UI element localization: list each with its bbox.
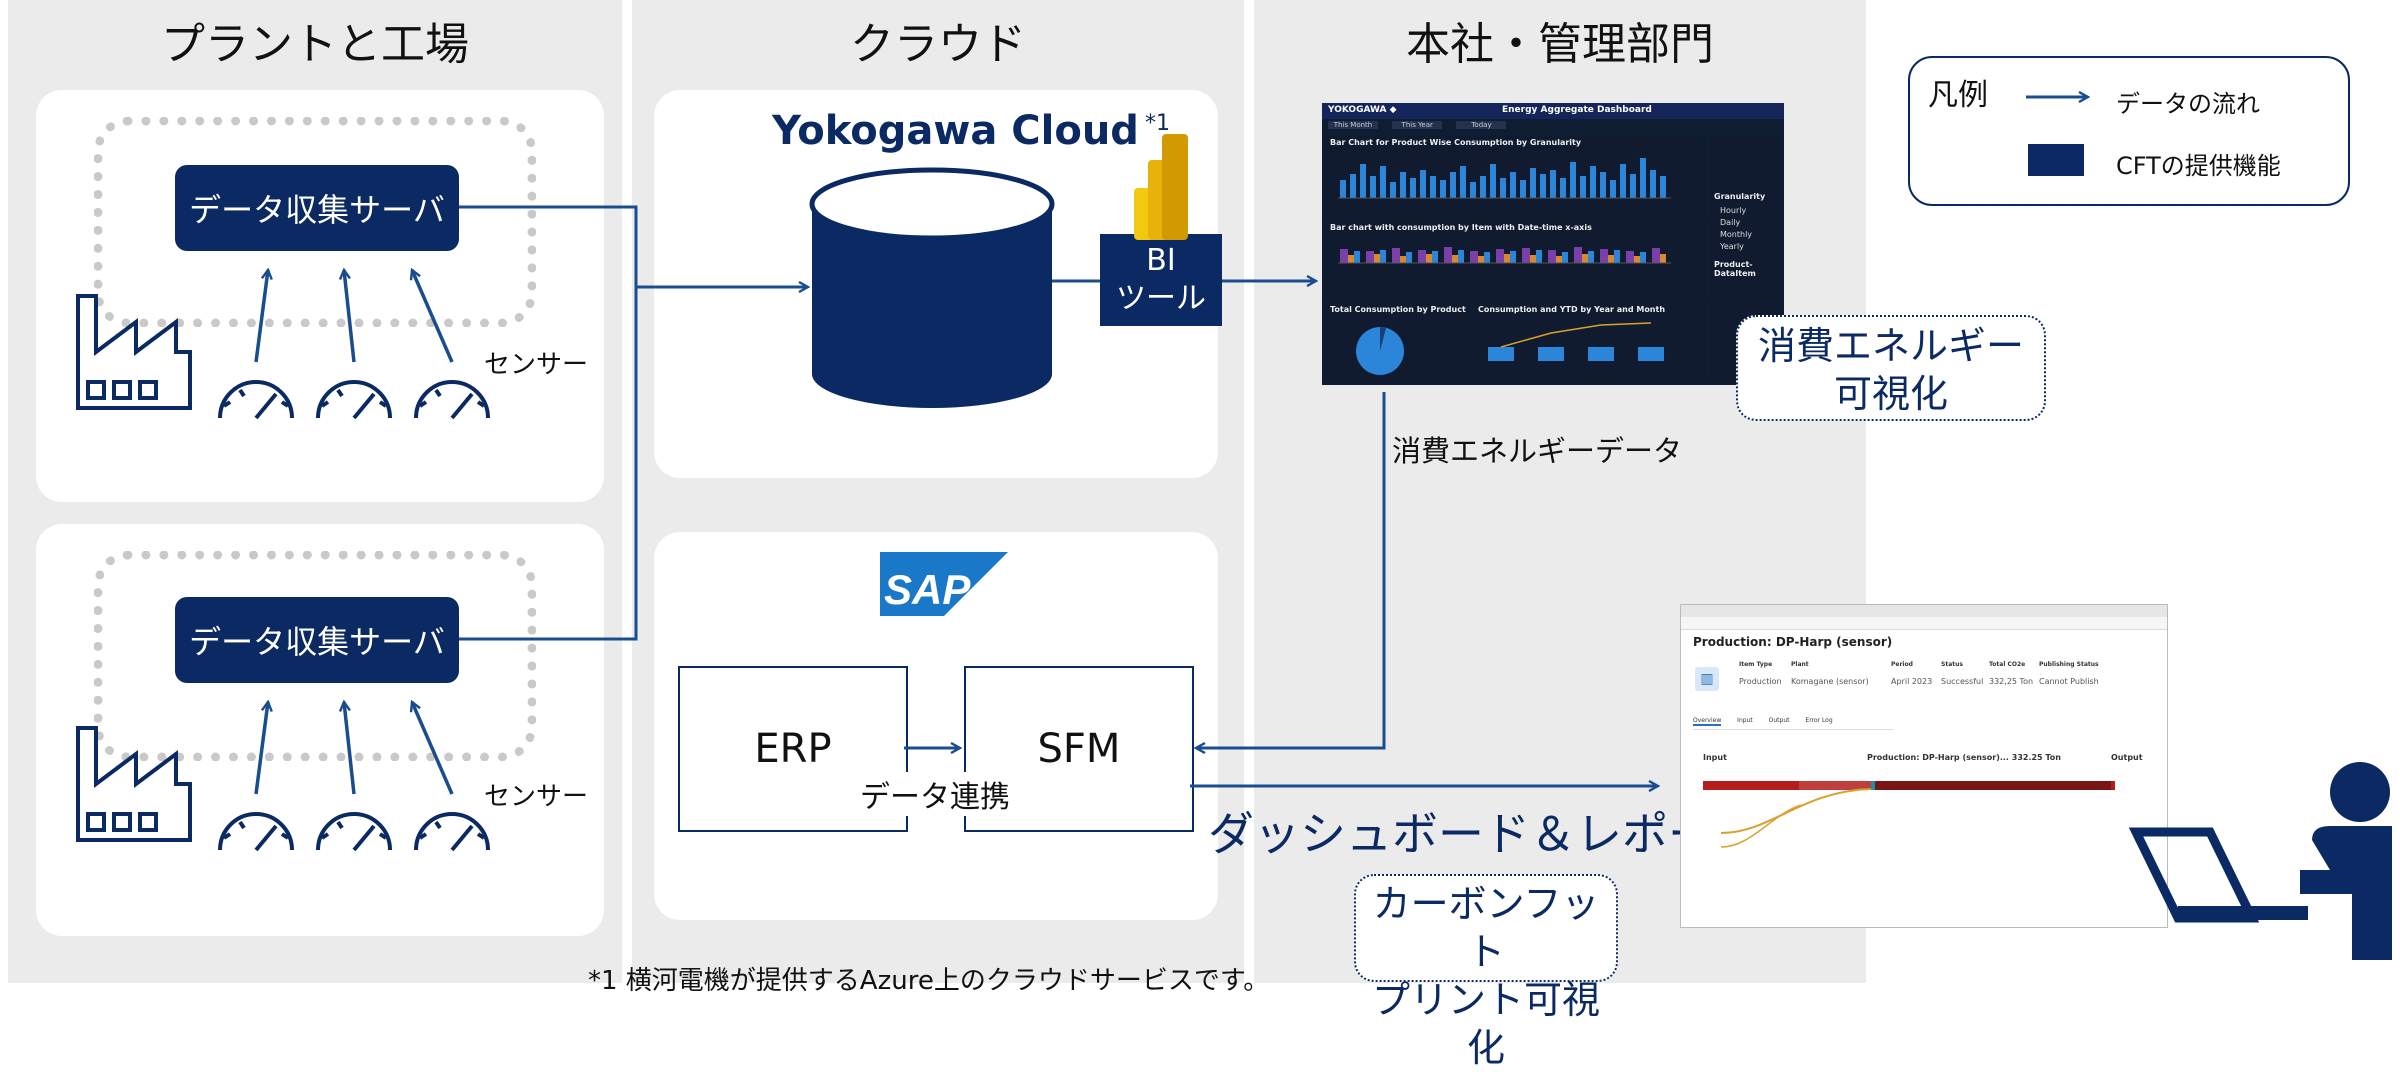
data-link-label: データ連携 xyxy=(856,772,1014,816)
dashboard-tab-month[interactable]: This Month xyxy=(1328,121,1378,129)
sensor-label-2: センサー xyxy=(484,782,589,812)
sensor-label-1: センサー xyxy=(484,350,589,380)
sidebar-granularity-yearly[interactable]: Yearly xyxy=(1720,242,1744,251)
dashboard-ytd-chart xyxy=(1488,322,1664,361)
report-v-period: April 2023 xyxy=(1891,677,1933,686)
hq-column-title: 本社・管理部門 xyxy=(1406,19,1714,70)
browser-tabbar xyxy=(1681,605,2167,617)
energy-dashboard-screenshot: YOKOGAWA ◆ Energy Aggregate Dashboard Th… xyxy=(1322,103,1784,385)
report-v-total: 332,25 Ton xyxy=(1989,677,2034,686)
dashboard-tabs: This Month This Year Today xyxy=(1328,121,1507,133)
energy-callout-line2: 可視化 xyxy=(1833,372,1948,416)
report-h-publishing: Publishing Status xyxy=(2039,661,2099,668)
carbon-callout-line1: カーボンフット xyxy=(1372,882,1600,974)
footnote: *1 横河電機が提供するAzure上のクラウドサービスです。 xyxy=(588,966,1270,996)
carbon-report-screenshot: Production: DP-Harp (sensor) ▥ Item Type… xyxy=(1680,604,2168,928)
bi-tool-label-1: BI xyxy=(1146,243,1176,278)
dashboard-panel-product-bar-title: Bar Chart for Product Wise Consumption b… xyxy=(1330,138,1582,147)
energy-callout-line1: 消費エネルギー xyxy=(1757,324,2024,368)
report-h-plant: Plant xyxy=(1791,661,1809,668)
report-icon: ▥ xyxy=(1695,667,1719,691)
bi-tool-label-2: ツール xyxy=(1116,281,1206,316)
yokogawa-cloud-logo: Yokogawa Cloud*1 xyxy=(772,108,1170,154)
report-v-plant: Komagane (sensor) xyxy=(1791,677,1869,686)
dashboard-report-label: ダッシュボード＆レポート xyxy=(1208,807,1760,861)
report-h-status: Status xyxy=(1941,661,1963,668)
report-tab-output[interactable]: Output xyxy=(1768,717,1790,724)
dashboard-title: Energy Aggregate Dashboard xyxy=(1502,105,1652,115)
brand-footnote-mark: *1 xyxy=(1144,110,1170,136)
bi-tool-box: BI ツール xyxy=(1100,234,1222,326)
report-flow-title: Production: DP-Harp (sensor)... 332.25 T… xyxy=(1867,753,2061,762)
report-v-item-type: Production xyxy=(1739,677,1782,686)
person-laptop-icon xyxy=(2128,762,2392,960)
dashboard-pie-chart xyxy=(1356,327,1404,375)
carbon-footprint-callout: カーボンフット プリント可視化 xyxy=(1354,874,1618,1070)
dashboard-panel-item-bar-title: Bar chart with consumption by Item with … xyxy=(1330,223,1592,232)
data-collection-server-2: データ収集サーバ xyxy=(175,597,459,683)
cloud-column-title: クラウド xyxy=(850,19,1026,70)
report-title: Production: DP-Harp (sensor) xyxy=(1693,635,1893,649)
sfm-label: SFM xyxy=(1037,726,1121,772)
dashboard-panel-item-bar: Bar chart with consumption by Item with … xyxy=(1326,221,1706,299)
plant-area-2 xyxy=(94,551,536,761)
report-tab-errorlog[interactable]: Error Log xyxy=(1805,717,1833,724)
report-h-period: Period xyxy=(1891,661,1913,668)
legend-cft-label: CFTの提供機能 xyxy=(2116,152,2281,180)
dashboard-bar-chart-2 xyxy=(1338,247,1671,264)
report-tabs: Overview Input Output Error Log xyxy=(1693,717,1893,730)
legend-flow-label: データの流れ xyxy=(2116,90,2260,118)
plant-column-title: プラントと工場 xyxy=(161,19,469,70)
legend-title: 凡例 xyxy=(1928,78,1988,113)
sidebar-granularity-hourly[interactable]: Hourly xyxy=(1720,206,1747,215)
report-sankey-flow xyxy=(1703,781,2115,848)
report-v-publishing: Cannot Publish xyxy=(2039,677,2099,686)
dashboard-tab-today[interactable]: Today xyxy=(1456,121,1507,129)
dashboard-header: YOKOGAWA ◆ Energy Aggregate Dashboard xyxy=(1322,103,1784,119)
legend-cft-swatch xyxy=(2028,144,2084,176)
carbon-callout-line2: プリント可視化 xyxy=(1371,978,1600,1070)
legend-box: 凡例 データの流れ CFTの提供機能 xyxy=(1908,56,2350,206)
dashboard-panel-product-bar: Bar Chart for Product Wise Consumption b… xyxy=(1326,136,1706,218)
datalake-label: データレイク xyxy=(840,294,1020,329)
sidebar-granularity-title: Granularity xyxy=(1714,192,1766,201)
dashboard-panel-ytd-title: Consumption and YTD by Year and Month xyxy=(1478,305,1666,314)
report-h-item-type: Item Type xyxy=(1739,661,1773,668)
sidebar-granularity-monthly[interactable]: Monthly xyxy=(1720,230,1753,239)
energy-data-label: 消費エネルギーデータ xyxy=(1392,434,1683,468)
dashboard-bar-chart-1 xyxy=(1338,158,1671,199)
dashboard-panel-ytd: Consumption and YTD by Year and Month xyxy=(1474,303,1706,381)
dashboard-panel-total-pie: Total Consumption by Product xyxy=(1326,303,1470,381)
report-h-total: Total CO2e xyxy=(1989,661,2026,668)
yokogawa-cloud-brand: Yokogawa Cloud xyxy=(772,108,1139,154)
report-v-status: Successful xyxy=(1941,677,1984,686)
energy-visualization-callout: 消費エネルギー 可視化 xyxy=(1736,315,2046,421)
data-collection-server-1: データ収集サーバ xyxy=(175,165,459,251)
dashboard-logo: YOKOGAWA ◆ xyxy=(1328,105,1397,115)
report-output-label: Output xyxy=(2111,753,2143,762)
erp-label: ERP xyxy=(754,726,832,772)
report-input-label: Input xyxy=(1703,753,1727,762)
sidebar-product-title: Product-DataItem xyxy=(1714,260,1756,278)
browser-urlbar xyxy=(1681,617,2167,630)
report-tab-input[interactable]: Input xyxy=(1737,717,1753,724)
dashboard-panel-total-pie-title: Total Consumption by Product xyxy=(1330,305,1466,314)
dashboard-tab-year[interactable]: This Year xyxy=(1392,121,1443,129)
report-tab-overview[interactable]: Overview xyxy=(1693,717,1722,726)
sidebar-granularity-daily[interactable]: Daily xyxy=(1720,218,1741,227)
